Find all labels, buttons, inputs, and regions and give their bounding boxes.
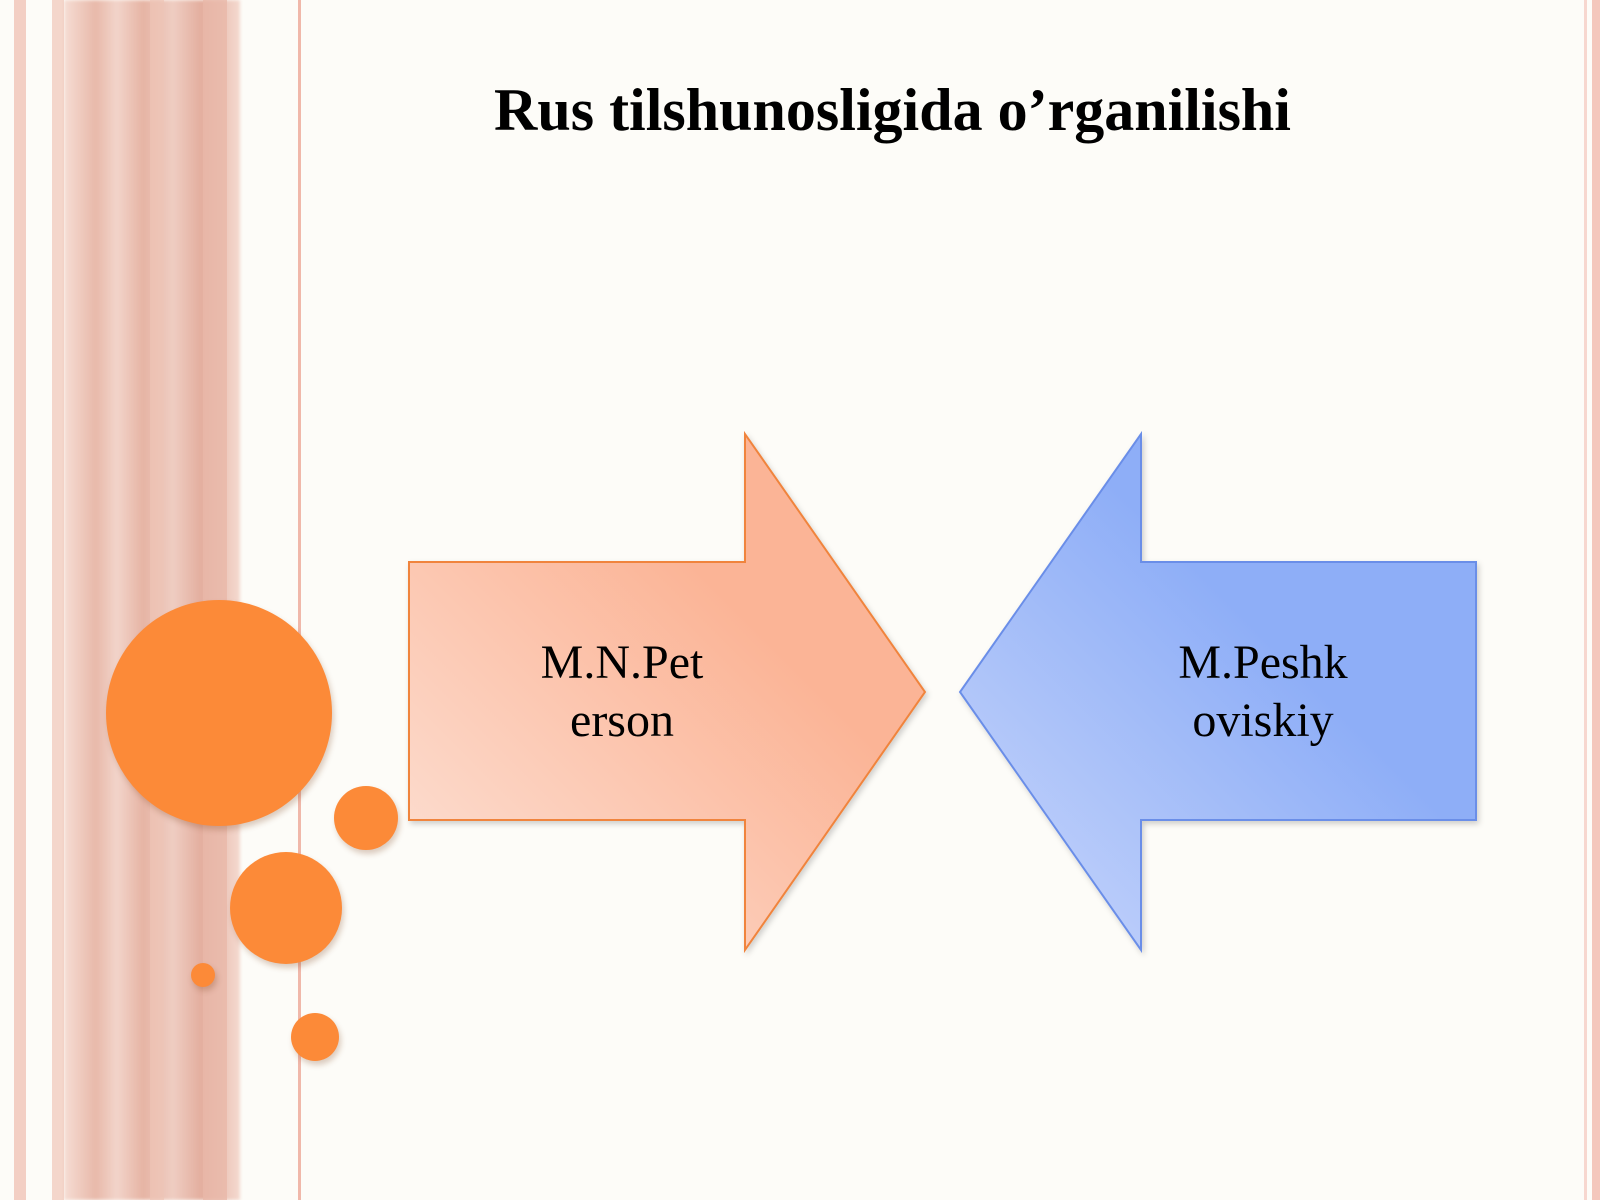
decorative-circle-large — [106, 600, 332, 826]
arrow-label-peshkovskiy: M.Peshk oviskiy — [1143, 634, 1383, 750]
arrow-label-peterson: M.N.Pet erson — [502, 634, 742, 750]
decorative-circle-small — [291, 1013, 339, 1061]
arrow-label-line: erson — [570, 694, 674, 747]
decorative-circle-medium — [230, 852, 342, 964]
decorative-stripe — [150, 0, 164, 1200]
arrow-label-line: M.Peshk — [1178, 636, 1348, 689]
arrow-label-line: oviskiy — [1192, 694, 1334, 747]
right-pointing-arrow — [408, 430, 927, 954]
decorative-right-line — [1584, 0, 1587, 1200]
slide-title: Rus tilshunosligida o’rganilishi — [494, 77, 1291, 143]
decorative-stripe — [52, 0, 64, 1200]
decorative-stripe — [14, 0, 26, 1200]
decorative-circle-small — [334, 786, 398, 850]
decorative-right-stripe — [1592, 0, 1600, 1200]
decorative-divider-line — [298, 0, 301, 1200]
arrow-label-line: M.N.Pet — [540, 636, 704, 689]
left-pointing-arrow — [958, 430, 1477, 954]
decorative-circle-tiny — [191, 963, 215, 987]
